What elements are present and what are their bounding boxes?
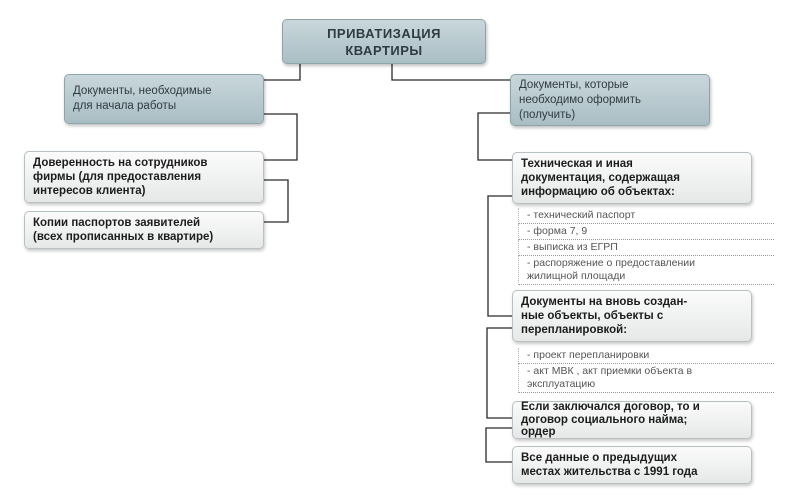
left-header: Документы, необходимые для начала работы [64, 74, 264, 124]
left-item-passport-copies: Копии паспортов заявителей (всех прописа… [24, 211, 264, 249]
right-group-previous-residences: Все данные о предыдущих местах жительств… [512, 446, 752, 484]
right-header: Документы, которые необходимо оформить (… [510, 74, 710, 126]
connector-group3-group4 [485, 427, 512, 463]
right-group-label: Все данные о предыдущих местах жительств… [521, 452, 698, 478]
left-header-text: Документы, необходимые для начала работы [73, 85, 212, 112]
right-group-technical-docs: Техническая и иная документация, содержа… [512, 152, 752, 204]
sublist-item: - проект перепланировки [518, 348, 774, 364]
connector-group2-group3 [486, 327, 512, 419]
right-group-label: Документы на вновь создан- ные объекты, … [521, 296, 688, 336]
right-group-social-lease: Если заключался договор, то и договор со… [512, 401, 752, 439]
right-group-new-objects: Документы на вновь создан- ные объекты, … [512, 290, 752, 342]
connector-group1-group2 [487, 195, 512, 317]
connector-right-header-group1 [477, 112, 512, 161]
connector-title-left [264, 64, 301, 81]
diagram-title-text: ПРИВАТИЗАЦИЯ КВАРТИРЫ [327, 25, 441, 58]
sublist-item: - распоряжение о предоставлении жилищной… [518, 256, 774, 285]
connector-title-right [391, 64, 510, 81]
technical-docs-sublist: - технический паспорт - форма 7, 9 - вып… [518, 208, 774, 285]
left-item-text: Доверенность на сотрудников фирмы (для п… [33, 157, 208, 197]
diagram-title: ПРИВАТИЗАЦИЯ КВАРТИРЫ [282, 19, 486, 64]
sublist-item: - форма 7, 9 [518, 224, 774, 240]
connector-left-header-item1 [264, 113, 298, 161]
new-objects-sublist: - проект перепланировки - акт МВК , акт … [518, 348, 774, 393]
right-group-label: Техническая и иная документация, содержа… [521, 158, 680, 198]
connector-left-item1-item2 [264, 179, 289, 223]
right-group-label: Если заключался договор, то и договор со… [521, 401, 700, 439]
left-item-text: Копии паспортов заявителей (всех прописа… [33, 217, 214, 243]
sublist-item: - акт МВК , акт приемки объекта в эксплу… [518, 364, 774, 393]
right-header-text: Документы, которые необходимо оформить (… [519, 78, 641, 121]
sublist-item: - технический паспорт [518, 208, 774, 224]
left-item-power-of-attorney: Доверенность на сотрудников фирмы (для п… [24, 151, 264, 203]
sublist-item: - выписка из ЕГРП [518, 240, 774, 256]
